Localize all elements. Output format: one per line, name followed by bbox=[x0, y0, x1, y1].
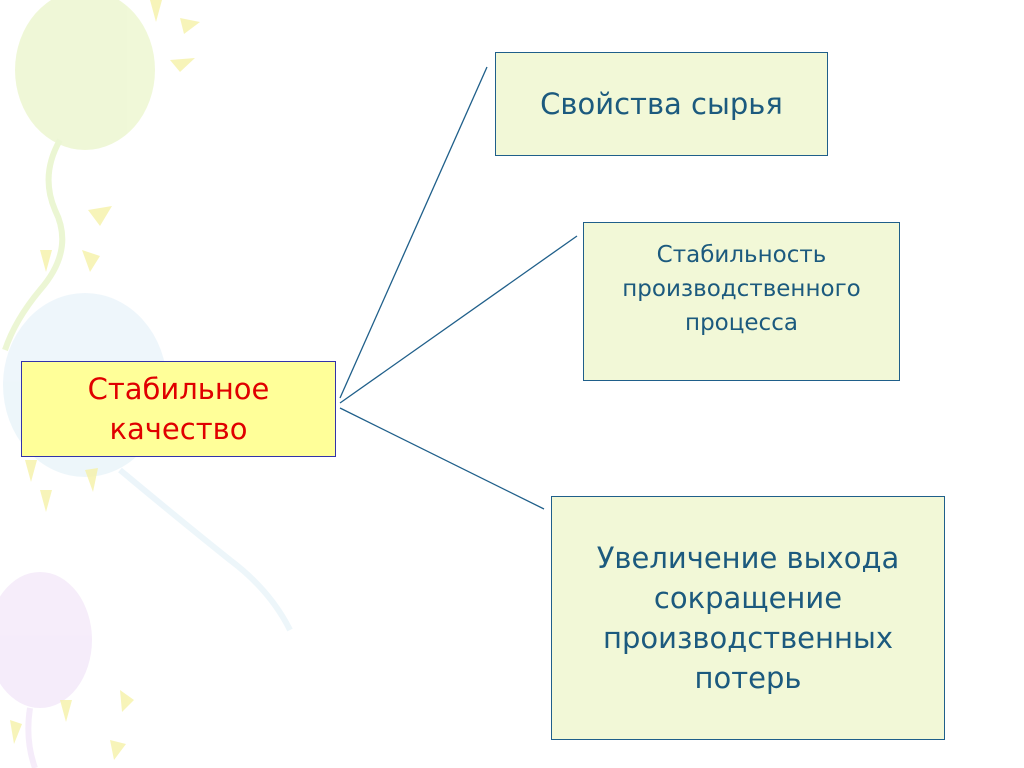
root-node-stable-quality: Стабильное качество bbox=[21, 361, 336, 457]
node-output-increase-loss-reduction: Увеличение выхода сокращение производств… bbox=[551, 496, 945, 740]
node-raw-material-properties: Свойства сырья bbox=[495, 52, 828, 156]
connector-line-raw-materials bbox=[339, 66, 488, 399]
node-production-process-stability: Стабильность производственного процесса bbox=[583, 222, 900, 381]
green-balloon-icon bbox=[2, 0, 155, 351]
sparkle-shapes bbox=[10, 0, 200, 760]
connector-line-output-increase bbox=[339, 407, 545, 510]
connector-line-process-stability bbox=[339, 235, 578, 404]
purple-balloon-icon bbox=[0, 572, 92, 768]
